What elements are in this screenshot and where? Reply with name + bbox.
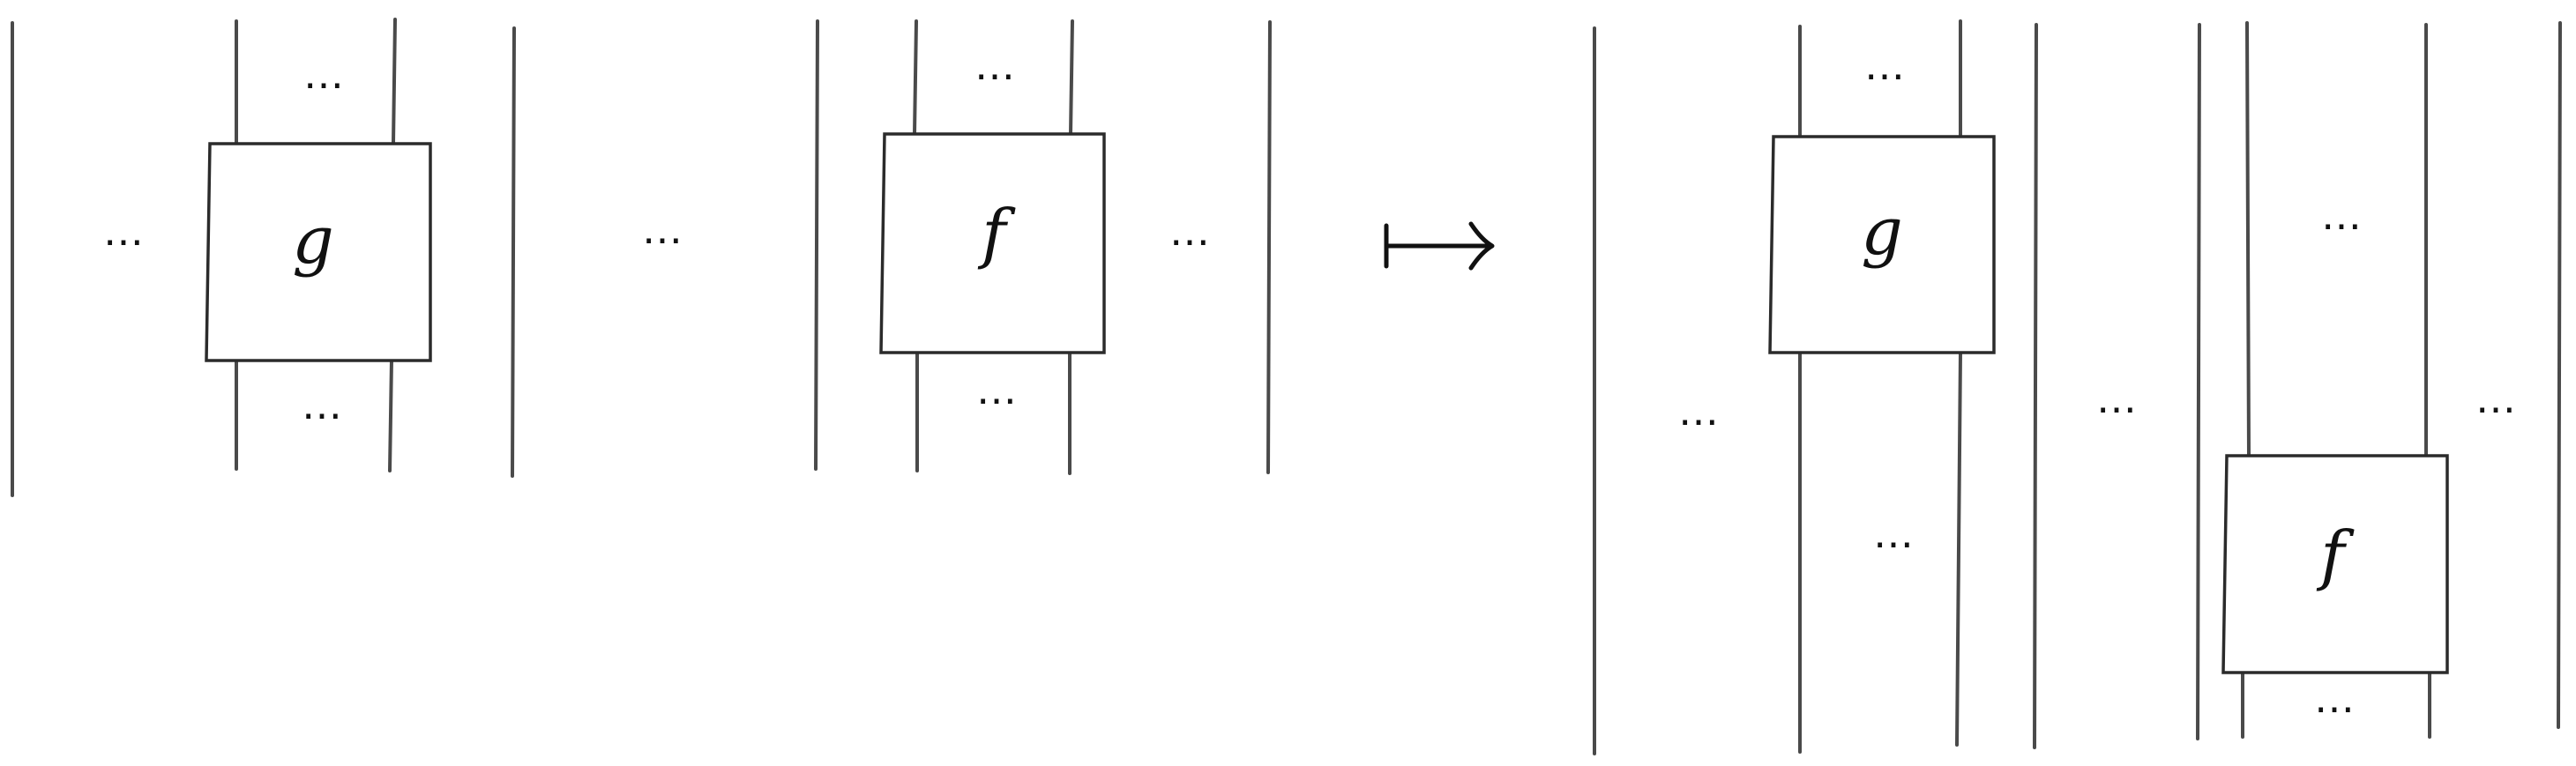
g-output-wire-right: [388, 359, 393, 472]
g-input-wire-right: [392, 18, 397, 145]
morphism-box-g-right: [1768, 135, 1996, 354]
mapsto-head: [1468, 221, 1495, 271]
f-input-wire-right: [1069, 19, 1074, 136]
right-outer-wire-2: [2033, 23, 2038, 749]
right-outer-wire-4: [2557, 21, 2562, 729]
ellipsis-right-g-top: ⋯: [1864, 52, 1907, 100]
ellipsis-right-middle: ⋯: [2096, 385, 2139, 433]
ellipsis-g-top: ⋯: [303, 61, 346, 108]
ellipsis-g-left: ⋯: [103, 218, 146, 265]
morphism-box-g-left: [205, 142, 432, 362]
left-outer-wire-2: [511, 26, 516, 478]
ellipsis-right-left: ⋯: [1678, 398, 1721, 445]
morphism-box-f-right: [2221, 454, 2449, 674]
g-right-output-wire-right: [1955, 351, 1962, 747]
mapsto-arrow: [1384, 221, 1495, 271]
f-right-input-wire-left: [2245, 21, 2251, 457]
ellipsis-right-f-bottom: ⋯: [2314, 685, 2356, 733]
ellipsis-g-bottom: ⋯: [302, 391, 344, 439]
left-side-diagram: g f ⋯ ⋯ ⋯ ⋯ ⋯ ⋯ ⋯: [11, 18, 1272, 497]
ellipsis-right-g-below: ⋯: [1873, 520, 1915, 568]
ellipsis-f-bottom: ⋯: [976, 376, 1019, 424]
ellipsis-f-top: ⋯: [974, 52, 1017, 100]
ellipsis-right-f-above: ⋯: [2321, 202, 2363, 249]
morphism-label-g-right: g: [1861, 194, 1902, 270]
ellipsis-right-right: ⋯: [2475, 385, 2518, 433]
f-input-wire-left: [913, 19, 918, 136]
ellipsis-f-right: ⋯: [1169, 218, 1212, 265]
morphism-label-g-left: g: [292, 203, 333, 279]
left-outer-wire-4: [1266, 20, 1272, 474]
right-outer-wire-3: [2196, 23, 2201, 740]
left-outer-wire-3: [814, 19, 819, 471]
right-side-diagram: g f ⋯ ⋯ ⋯ ⋯ ⋯ ⋯ ⋯: [1593, 19, 2562, 755]
morphism-box-f-left: [879, 132, 1106, 354]
ellipsis-between: ⋯: [642, 216, 684, 264]
